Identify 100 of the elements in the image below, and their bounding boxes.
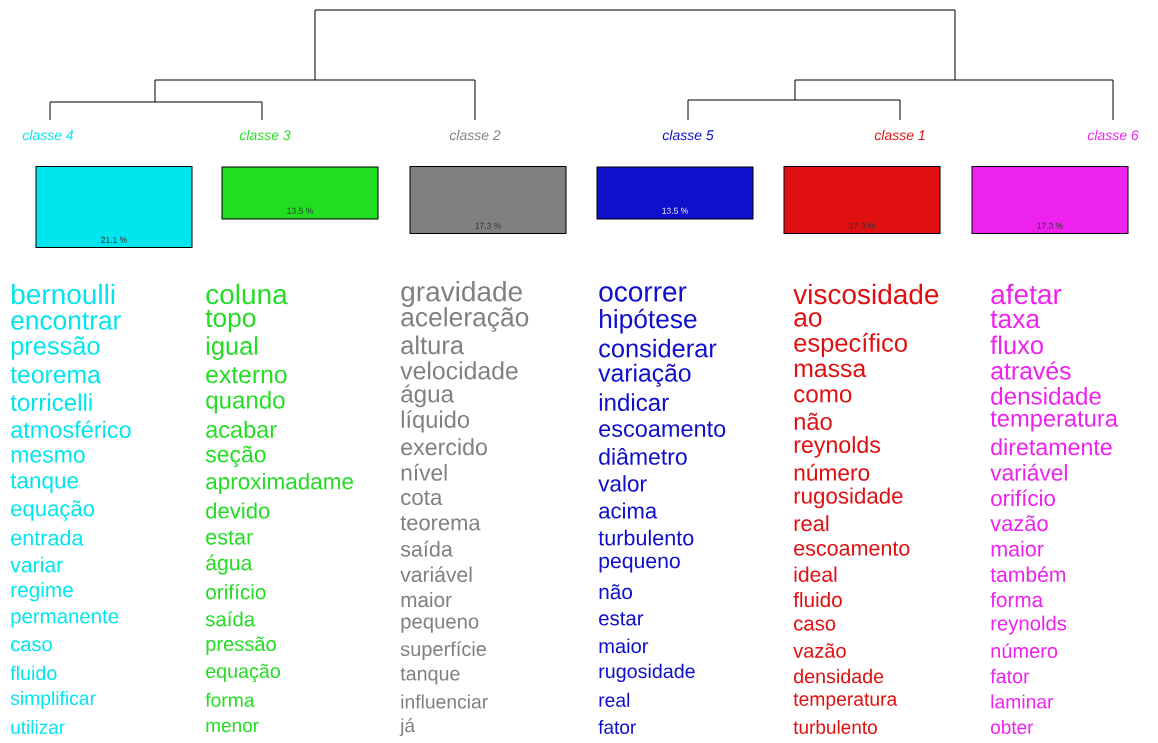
word-label: encontrar	[11, 312, 121, 330]
word-label: maior	[401, 592, 452, 608]
class-label: classe 5	[662, 129, 714, 141]
word-label: fluxo	[990, 335, 1043, 355]
word-label: fator	[990, 668, 1030, 684]
class-box: 13.5 %	[596, 166, 754, 220]
word-label: bernoulli	[12, 283, 115, 305]
class-label: classe 2	[449, 129, 501, 141]
word-label: acabar	[206, 420, 277, 438]
word-label: número	[991, 643, 1058, 659]
word-label: temperatura	[990, 411, 1118, 432]
word-label: ao	[794, 312, 822, 327]
word-label: equação	[206, 663, 280, 683]
word-label: exercido	[401, 438, 487, 456]
word-label: menor	[206, 721, 259, 733]
word-label: topo	[205, 309, 256, 333]
word-label: forma	[990, 592, 1044, 608]
word-label: indicar	[599, 393, 669, 412]
word-label: hipótese	[600, 308, 697, 334]
word-label: cota	[401, 490, 443, 506]
word-label: temperatura	[793, 693, 898, 710]
word-label: tanque	[400, 667, 460, 685]
word-label: obter	[991, 720, 1034, 734]
word-label: atmosférico	[11, 420, 131, 439]
word-label: afetar	[991, 283, 1062, 305]
word-label: forma	[205, 692, 255, 707]
word-label: acima	[599, 502, 658, 519]
word-label: água	[401, 384, 455, 408]
word-label: gravidade	[401, 280, 522, 308]
word-label: variável	[990, 463, 1067, 481]
word-label: pequeno	[599, 556, 680, 573]
word-label: diretamente	[991, 438, 1112, 456]
word-label: influenciar	[401, 694, 488, 709]
word-label: vazão	[990, 515, 1048, 532]
word-label: taxa	[990, 310, 1041, 329]
word-label: estar	[206, 530, 253, 545]
word-label: estar	[599, 612, 644, 626]
word-label: caso	[11, 640, 52, 652]
class-box: 17.3 %	[783, 166, 941, 234]
word-label: vazão	[793, 643, 846, 658]
word-label: mesmo	[11, 450, 85, 463]
word-label: como	[794, 389, 852, 403]
word-label: equação	[11, 500, 95, 521]
word-label: específico	[794, 332, 907, 357]
word-label: velocidade	[400, 361, 518, 380]
word-label: laminar	[991, 694, 1054, 709]
word-label: tanque	[10, 473, 78, 493]
word-label: escoamento	[794, 541, 910, 556]
word-label: regime	[11, 582, 73, 602]
word-label: densidade	[991, 387, 1101, 405]
class-label: classe 3	[239, 129, 291, 141]
word-label: variação	[598, 363, 691, 387]
word-label: ideal	[794, 566, 837, 582]
word-label: externo	[206, 367, 287, 384]
word-label: entrada	[11, 529, 84, 546]
word-label: fluido	[793, 592, 842, 608]
word-label: pressão	[206, 636, 276, 656]
word-label: superfície	[400, 641, 486, 661]
word-label: nível	[401, 463, 447, 481]
word-label: já	[399, 718, 415, 736]
word-label: orifício	[991, 489, 1055, 507]
word-label: viscosidade	[793, 283, 939, 305]
word-label: real	[794, 515, 829, 532]
word-label: ocorrer	[599, 286, 687, 302]
word-label: reynolds	[794, 436, 881, 458]
word-label: teorema	[400, 516, 481, 531]
word-label: maior	[599, 638, 649, 654]
word-label: real	[599, 692, 630, 707]
word-label: considerar	[599, 338, 717, 358]
class-box: 17.3 %	[409, 166, 567, 234]
word-label: coluna	[206, 283, 288, 305]
word-label: simplificar	[10, 690, 96, 709]
word-label: aceleração	[401, 307, 529, 332]
word-label: líquido	[401, 410, 470, 433]
word-label: fator	[598, 720, 636, 734]
word-label: torricelli	[10, 393, 92, 412]
class-label: classe 4	[22, 129, 74, 141]
word-label: rugosidade	[599, 663, 695, 683]
word-label: rugosidade	[794, 487, 903, 509]
word-label: fluido	[10, 665, 57, 681]
class-label: classe 6	[1087, 129, 1139, 141]
class-box: 21.1 %	[35, 166, 193, 248]
word-label: valor	[598, 475, 647, 492]
class-label: classe 1	[874, 129, 925, 141]
word-label: densidade	[794, 668, 884, 684]
word-label: seção	[205, 445, 266, 468]
class-box: 17.3 %	[971, 166, 1129, 234]
word-label: quando	[206, 390, 285, 414]
word-label: variar	[10, 556, 63, 573]
word-label: saída	[205, 611, 256, 627]
word-label: não	[599, 584, 633, 600]
word-label: permanente	[11, 610, 119, 628]
word-label: não	[794, 412, 832, 430]
word-label: pequeno	[401, 617, 479, 633]
word-label: massa	[794, 363, 867, 378]
word-label: turbulento	[793, 720, 877, 734]
word-label: pressão	[11, 336, 100, 360]
word-label: aproximadame	[206, 472, 353, 494]
word-label: diâmetro	[599, 447, 687, 465]
word-label: teorema	[10, 367, 101, 384]
